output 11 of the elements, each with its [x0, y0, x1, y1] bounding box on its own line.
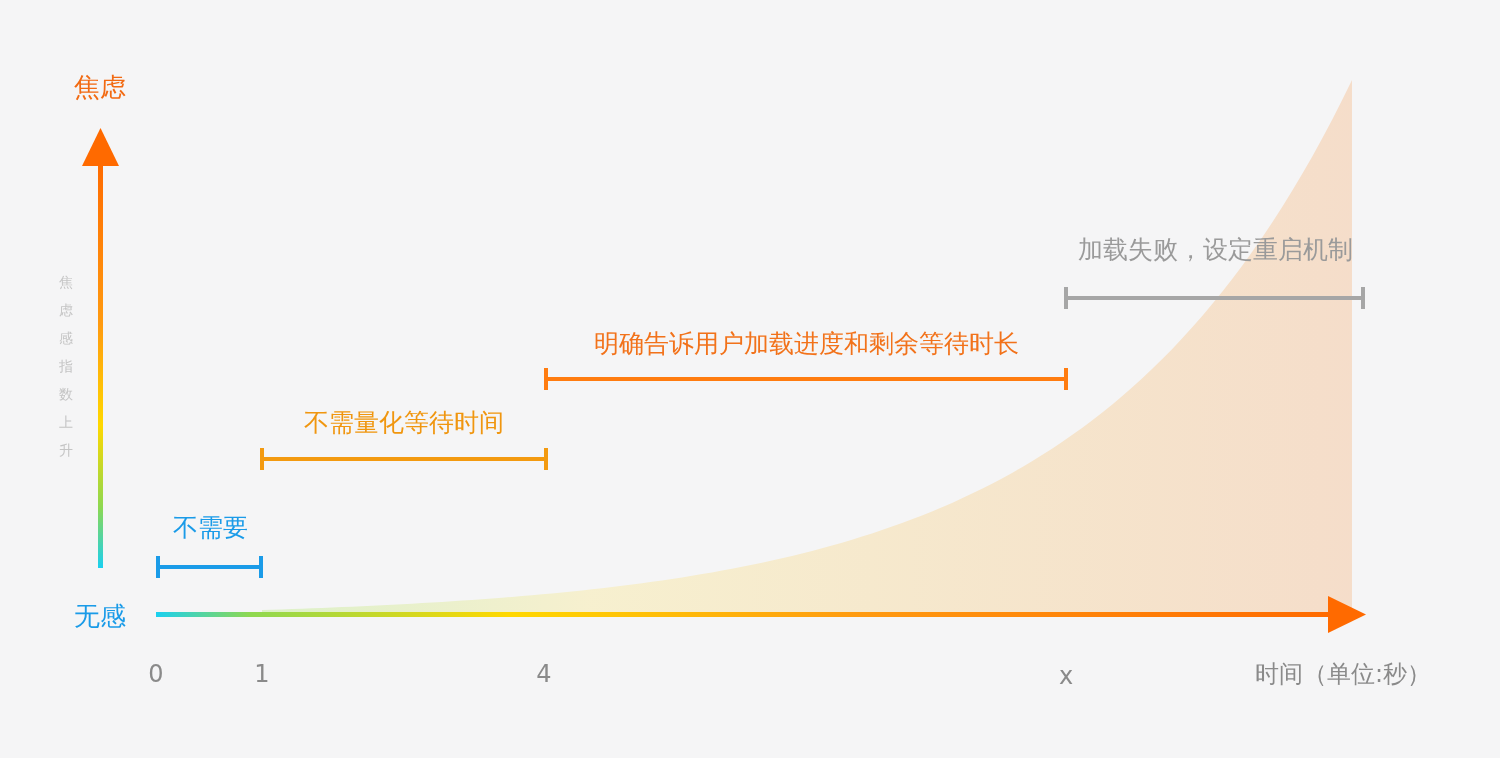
axis-title: 时间（单位:秒）: [1254, 662, 1432, 686]
range-label: 明确告诉用户加载进度和剩余等待时长: [593, 331, 1019, 356]
tick-label: x: [1058, 664, 1074, 688]
axis-label: 焦虑: [74, 74, 126, 100]
tick-label: 1: [254, 662, 270, 686]
tick-label: 4: [536, 662, 552, 686]
axis-label: 无感: [74, 603, 126, 629]
tick-label: 0: [148, 662, 164, 686]
range-label: 不需量化等待时间: [304, 410, 504, 435]
range-label: 不需要: [172, 515, 248, 540]
range-label: 加载失败，设定重启机制: [1077, 237, 1353, 262]
